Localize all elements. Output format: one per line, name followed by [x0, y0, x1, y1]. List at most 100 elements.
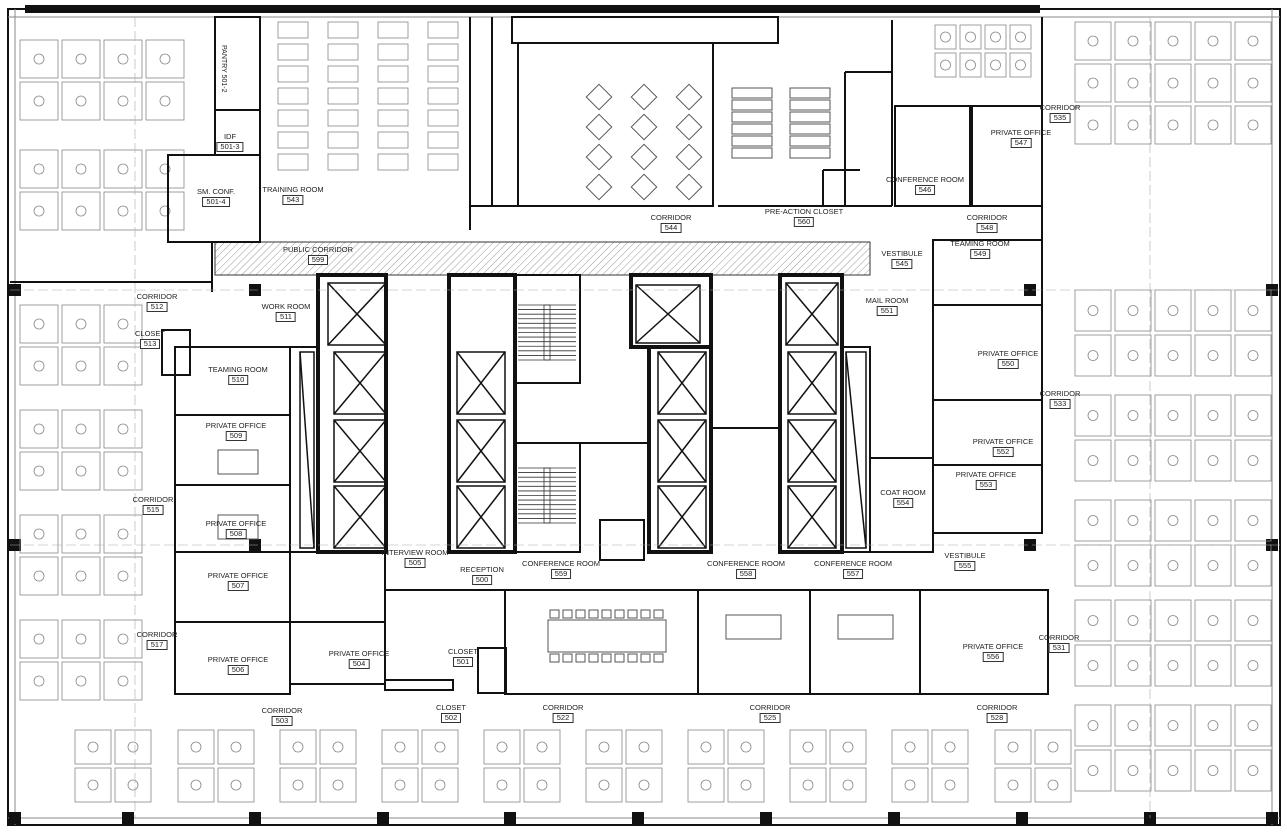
- room-name: TEAMING ROOM: [208, 365, 268, 374]
- chair: [1127, 515, 1139, 526]
- chair: [75, 528, 87, 540]
- training-desk: [427, 43, 459, 61]
- workstation: [19, 81, 59, 121]
- chair: [117, 318, 129, 330]
- chair: [1167, 119, 1179, 131]
- chair: [1247, 720, 1259, 731]
- chair: [1167, 455, 1179, 466]
- workstation: [19, 346, 59, 386]
- chair: [588, 653, 599, 663]
- room-name: PRIVATE OFFICE: [205, 519, 267, 528]
- room-number: 560: [793, 217, 815, 227]
- chair: [127, 779, 139, 791]
- chair: [1247, 765, 1259, 776]
- room-name: CORRIDOR: [976, 703, 1018, 712]
- pantry-label: PANTRY 501-2: [220, 45, 227, 93]
- room-number: 549: [969, 249, 991, 259]
- chair: [965, 31, 976, 43]
- chair: [904, 741, 916, 753]
- workstation: [103, 619, 143, 659]
- workstation: [483, 767, 521, 803]
- room-number: 559: [550, 569, 572, 579]
- room-name: CORRIDOR: [749, 703, 791, 712]
- room-number: 506: [227, 665, 249, 675]
- workstation: [931, 767, 969, 803]
- elevator-car: [327, 282, 387, 346]
- training-desks: [277, 21, 459, 171]
- chair: [990, 59, 1001, 71]
- workstation: [279, 729, 317, 765]
- chair: [1247, 560, 1259, 571]
- chair: [1127, 35, 1139, 47]
- chair: [1047, 779, 1059, 791]
- chair: [75, 205, 87, 217]
- workstation: [1114, 644, 1152, 687]
- workstation: [625, 767, 663, 803]
- room-name: IDF: [223, 132, 237, 141]
- chair: [1167, 77, 1179, 89]
- training-desk: [427, 131, 459, 149]
- chair: [496, 741, 508, 753]
- elevator-car: [333, 485, 387, 549]
- chair: [1015, 31, 1026, 43]
- workstation: [19, 149, 59, 189]
- workstation: [1154, 599, 1192, 642]
- workstation: [217, 767, 255, 803]
- workstation: [19, 409, 59, 449]
- training-desk: [327, 87, 359, 105]
- chair: [640, 653, 651, 663]
- room-number: 510: [227, 375, 249, 385]
- interior-walls: [10, 16, 1049, 695]
- chair: [75, 53, 87, 65]
- chair: [1087, 660, 1099, 671]
- workstation: [61, 451, 101, 491]
- workstation: [103, 39, 143, 79]
- chair: [1247, 305, 1259, 316]
- training-desk: [377, 131, 409, 149]
- workstation: [103, 661, 143, 701]
- cafe-table: [675, 173, 703, 201]
- workstation: [61, 304, 101, 344]
- elevator-car: [333, 351, 387, 415]
- chair: [1167, 720, 1179, 731]
- training-desk: [277, 65, 309, 83]
- workstation: [891, 767, 929, 803]
- workstation: [421, 767, 459, 803]
- chair: [740, 741, 752, 753]
- room-name: CORRIDOR: [261, 706, 303, 715]
- room-name: RECEPTION: [460, 565, 504, 574]
- chair: [904, 779, 916, 791]
- training-desk: [427, 65, 459, 83]
- chair: [1207, 35, 1219, 47]
- chair: [1247, 77, 1259, 89]
- workstation: [585, 729, 623, 765]
- workstation: [931, 729, 969, 765]
- workstation: [381, 767, 419, 803]
- chair: [1087, 455, 1099, 466]
- chair: [1167, 615, 1179, 626]
- workstation: [1034, 729, 1072, 765]
- cafe-table: [585, 113, 613, 141]
- workstation: [103, 304, 143, 344]
- workstation: [1154, 749, 1192, 792]
- workstation: [1114, 499, 1152, 542]
- chair: [33, 633, 45, 645]
- shaft: [845, 351, 867, 549]
- room-number: 552: [992, 447, 1014, 457]
- room-name: CORRIDOR: [1039, 389, 1081, 398]
- chair: [598, 741, 610, 753]
- chair: [1207, 305, 1219, 316]
- chair: [75, 633, 87, 645]
- workstation: [114, 767, 152, 803]
- room-name: PRIVATE OFFICE: [977, 349, 1039, 358]
- workstation: [61, 346, 101, 386]
- bench: [789, 87, 831, 99]
- chair: [33, 318, 45, 330]
- workstation: [1074, 644, 1112, 687]
